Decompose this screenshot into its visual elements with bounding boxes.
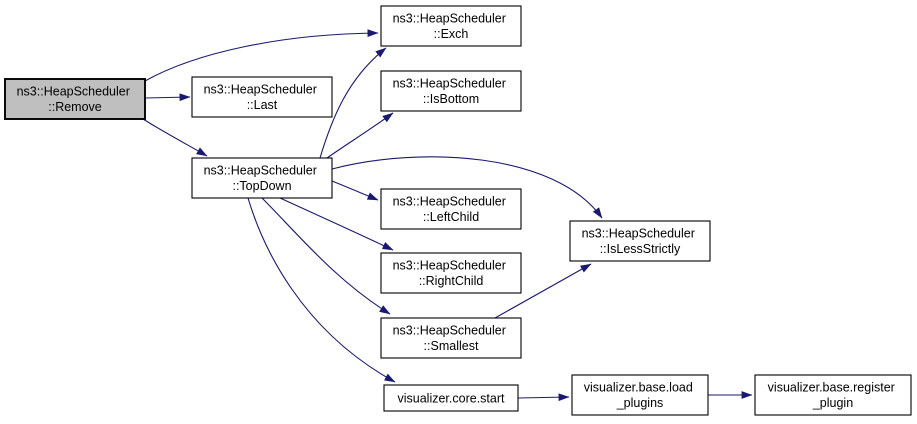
node-label: ns3::HeapScheduler ::Exch <box>393 12 510 42</box>
node-label-line: ::IsLessStrictly <box>600 242 681 256</box>
node-label-line: ::Smallest <box>424 339 479 353</box>
node-label-line: ::Remove <box>48 100 102 114</box>
node-visualizer-base-register-plugin[interactable]: visualizer.base.register _plugin <box>754 374 912 416</box>
node-ns3-heapscheduler-exch[interactable]: ns3::HeapScheduler ::Exch <box>380 5 522 47</box>
edge-topdown-to-islessstrictly <box>331 156 603 219</box>
node-ns3-heapscheduler-isbottom[interactable]: ns3::HeapScheduler ::IsBottom <box>380 70 522 112</box>
edge-topdown-to-smallest <box>261 197 391 315</box>
node-label-line: ns3::HeapScheduler <box>17 85 130 99</box>
edge-remove-to-exch <box>144 29 379 82</box>
node-label-line: ::RightChild <box>419 274 484 288</box>
edge-topdown-to-corestart <box>247 197 396 383</box>
node-ns3-heapscheduler-smallest[interactable]: ns3::HeapScheduler ::Smallest <box>380 317 522 359</box>
node-ns3-heapscheduler-remove: ns3::HeapScheduler ::Remove <box>4 78 146 120</box>
node-box <box>4 78 146 120</box>
edge-layer <box>142 29 753 402</box>
node-label-line: ns3::HeapScheduler <box>393 77 506 91</box>
edge-remove-to-last <box>144 93 191 102</box>
node-label: visualizer.base.register _plugin <box>768 381 899 411</box>
node-label-line: visualizer.base.load <box>584 381 693 395</box>
node-label: ns3::HeapScheduler ::TopDown <box>204 164 321 194</box>
node-box <box>569 220 711 262</box>
node-box <box>380 188 522 230</box>
node-box <box>191 76 333 118</box>
node-label: ns3::HeapScheduler ::Smallest <box>393 324 510 354</box>
edge-topdown-to-rightchild <box>279 197 394 251</box>
edge-smallest-to-islessstrictly <box>494 263 592 319</box>
node-box <box>380 5 522 47</box>
node-layer: ns3::HeapScheduler ::Remove ns3::HeapSch… <box>4 5 912 416</box>
node-label: ns3::HeapScheduler ::Remove <box>17 85 134 115</box>
node-label-line: ::Exch <box>434 27 469 41</box>
node-label: ns3::HeapScheduler ::RightChild <box>393 259 510 289</box>
node-label: ns3::HeapScheduler ::IsLessStrictly <box>582 227 699 257</box>
node-label: visualizer.core.start <box>398 392 506 406</box>
node-box <box>383 384 519 412</box>
node-label-line: ::IsBottom <box>423 92 479 106</box>
node-label-line: ns3::HeapScheduler <box>582 227 695 241</box>
edge-topdown-to-leftchild <box>331 180 379 201</box>
node-label-line: visualizer.base.register <box>768 381 895 395</box>
node-label: ns3::HeapScheduler ::LeftChild <box>393 195 510 225</box>
node-label-line: ::Last <box>247 98 278 112</box>
node-box <box>380 317 522 359</box>
node-label-line: visualizer.core.start <box>398 392 506 406</box>
node-ns3-heapscheduler-last[interactable]: ns3::HeapScheduler ::Last <box>191 76 333 118</box>
node-label-line: _plugins <box>616 396 664 410</box>
edge-topdown-to-exch <box>319 47 387 159</box>
node-label-line: ns3::HeapScheduler <box>204 83 317 97</box>
node-label: ns3::HeapScheduler ::IsBottom <box>393 77 510 107</box>
edge-corestart-to-loadplugins <box>517 393 570 402</box>
node-label: visualizer.base.load _plugins <box>584 381 697 411</box>
node-box <box>380 252 522 294</box>
node-box <box>754 374 912 416</box>
node-label-line: ns3::HeapScheduler <box>393 195 506 209</box>
node-visualizer-core-start[interactable]: visualizer.core.start <box>383 384 519 412</box>
node-box <box>380 70 522 112</box>
node-visualizer-base-load-plugins[interactable]: visualizer.base.load _plugins <box>571 374 709 416</box>
edge-remove-to-topdown <box>142 118 208 157</box>
node-label-line: ns3::HeapScheduler <box>393 324 506 338</box>
node-label: ns3::HeapScheduler ::Last <box>204 83 321 113</box>
node-ns3-heapscheduler-islessstrictly[interactable]: ns3::HeapScheduler ::IsLessStrictly <box>569 220 711 262</box>
node-label-line: _plugin <box>812 396 853 410</box>
node-label-line: ns3::HeapScheduler <box>393 12 506 26</box>
node-label-line: ::LeftChild <box>423 210 479 224</box>
edge-topdown-to-isbottom <box>326 112 394 159</box>
node-box <box>191 157 333 199</box>
node-label-line: ns3::HeapScheduler <box>393 259 506 273</box>
node-label-line: ::TopDown <box>232 179 291 193</box>
node-box <box>571 374 709 416</box>
node-ns3-heapscheduler-topdown[interactable]: ns3::HeapScheduler ::TopDown <box>191 157 333 199</box>
node-label-line: ns3::HeapScheduler <box>204 164 317 178</box>
node-ns3-heapscheduler-rightchild[interactable]: ns3::HeapScheduler ::RightChild <box>380 252 522 294</box>
node-ns3-heapscheduler-leftchild[interactable]: ns3::HeapScheduler ::LeftChild <box>380 188 522 230</box>
